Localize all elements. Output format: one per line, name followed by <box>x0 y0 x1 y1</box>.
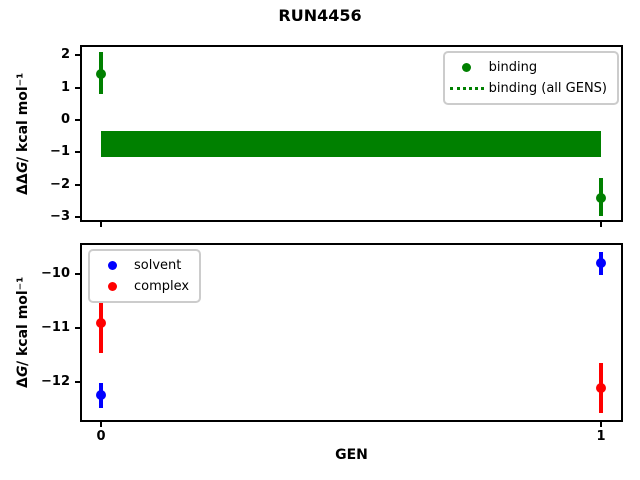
figure-title: RUN4456 <box>278 6 362 25</box>
legend-dotted-line-marker <box>449 87 484 90</box>
legend-dot-marker <box>462 63 472 72</box>
x-tick-label: 0 <box>96 429 106 444</box>
legend-marker-cell <box>90 282 134 291</box>
data-point-marker <box>596 192 606 203</box>
legend-entry-label: binding (all GENS) <box>488 81 607 96</box>
x-tick-mark <box>100 222 102 227</box>
legend-entry: complex <box>90 276 189 297</box>
y-tick-label: 0 <box>60 112 70 128</box>
legend-entry: binding (all GENS) <box>445 78 607 99</box>
data-point-marker <box>96 68 106 79</box>
legend-dot-marker <box>107 261 117 270</box>
x-tick-mark <box>600 222 602 227</box>
y-tick-mark <box>75 326 80 329</box>
y-tick-label: −3 <box>50 209 70 225</box>
y-tick-label: −12 <box>41 373 70 389</box>
legend: binding binding (all GENS) <box>442 51 619 105</box>
legend-marker-cell <box>445 63 489 72</box>
y-tick-label: −11 <box>41 319 70 335</box>
x-axis-label: GEN <box>335 447 368 463</box>
y-tick-mark <box>75 380 80 383</box>
ylabel-variable: G <box>15 161 31 174</box>
y-tick-mark <box>75 183 80 186</box>
x-tick-mark <box>600 422 602 427</box>
y-tick-label: −2 <box>50 176 70 192</box>
y-tick-label: −1 <box>50 144 70 160</box>
y-tick-mark <box>75 86 80 89</box>
data-point-marker <box>596 258 606 268</box>
y-tick-mark <box>75 272 80 275</box>
legend-entry-label: complex <box>134 279 190 294</box>
data-point-marker <box>96 389 106 400</box>
data-point-marker <box>96 318 106 329</box>
legend-dot-marker <box>107 282 117 291</box>
legend-entry-label: binding <box>488 60 538 75</box>
legend: solvent complex <box>88 249 202 303</box>
y-tick-label: −10 <box>41 265 70 281</box>
legend-marker-cell <box>445 87 489 90</box>
legend-marker-cell <box>90 261 134 270</box>
y-tick-mark <box>75 119 80 122</box>
y-tick-label: 1 <box>60 79 70 95</box>
x-tick-mark <box>100 422 102 427</box>
data-point-marker <box>596 382 606 393</box>
legend-entry: binding <box>445 57 607 78</box>
y-tick-mark <box>75 151 80 154</box>
confidence-band <box>101 131 601 158</box>
y-tick-label: 2 <box>60 47 70 63</box>
legend-entry: solvent <box>90 255 189 276</box>
y-tick-mark <box>75 216 80 219</box>
x-tick-label: 1 <box>596 429 606 444</box>
y-tick-mark <box>75 54 80 57</box>
legend-entry-label: solvent <box>134 258 182 273</box>
